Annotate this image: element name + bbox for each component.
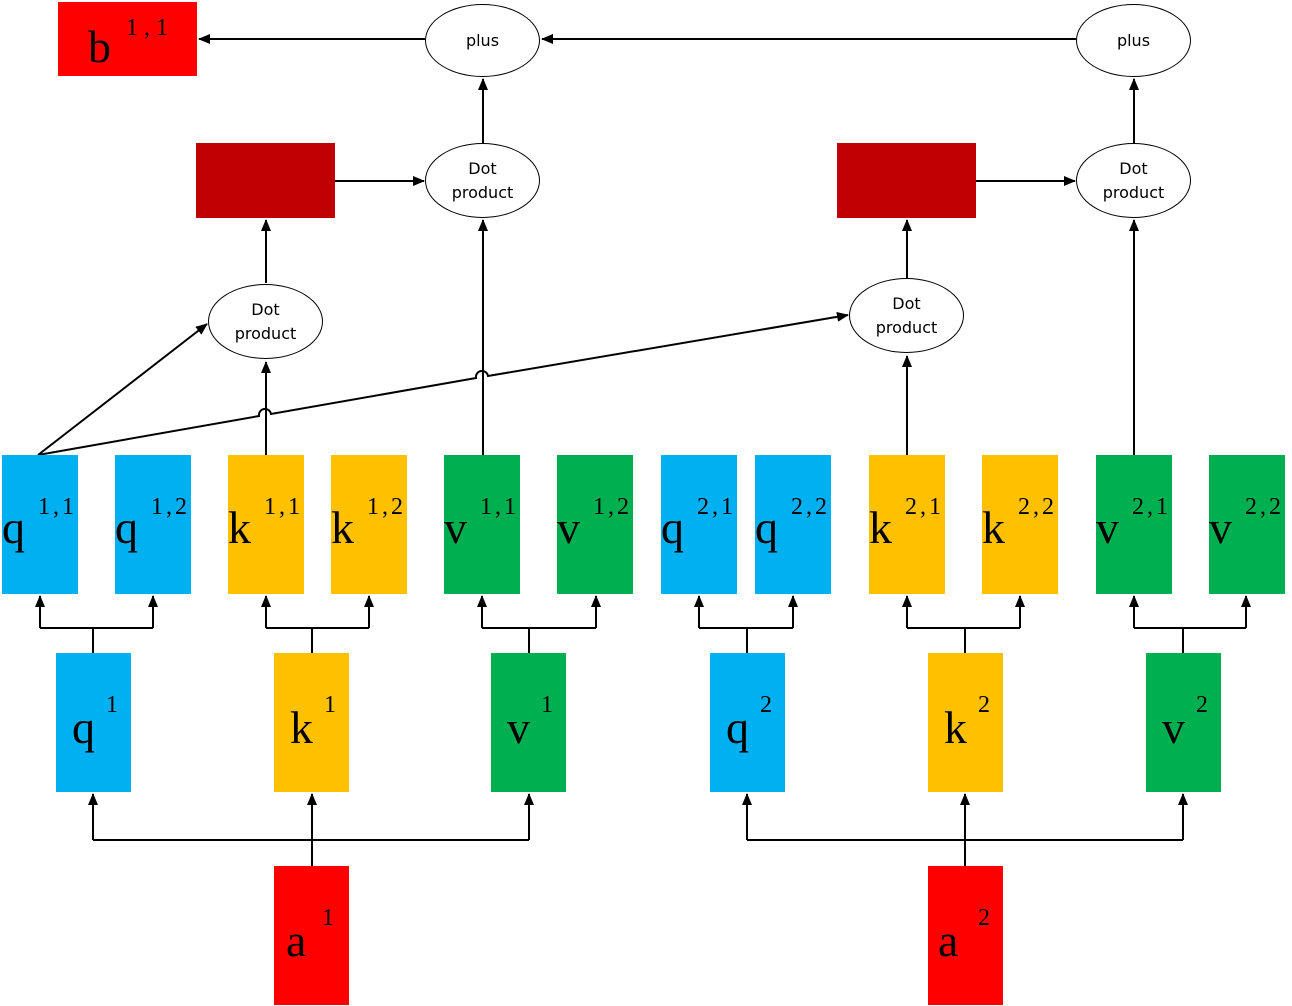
dot-product-node-weighted-1: Dot product (425, 143, 540, 218)
head-sup: 2,1 (697, 494, 736, 520)
output-symbol: b (88, 21, 111, 72)
dot-product-node-score-1-line2: product (234, 323, 297, 343)
head-box-v22: v 2,2 (1209, 455, 1285, 594)
dot-product-node-score-2-line2: product (875, 317, 938, 337)
head-box-v21: v 2,1 (1096, 455, 1172, 594)
projection-sup: 2 (760, 692, 772, 718)
input-a2-symbol: a (938, 915, 959, 966)
projection-symbol: k (944, 702, 967, 753)
plus-node-1-label: plus (465, 30, 500, 50)
head-box-q11: q 1,1 (2, 455, 78, 594)
head-symbol: v (444, 502, 467, 553)
score-box-2 (837, 143, 976, 218)
dot-product-node-weighted-1-line2: product (451, 182, 514, 202)
head-symbol: q (115, 502, 138, 553)
dot-product-node-weighted-2-line2: product (1102, 182, 1165, 202)
head-sup: 2,2 (1245, 494, 1284, 520)
head-symbol: k (869, 502, 892, 553)
head-sup: 1,2 (151, 494, 190, 520)
head-box-k11: k 1,1 (228, 455, 304, 594)
projection-sup: 2 (1196, 692, 1208, 718)
plus-node-2-label: plus (1116, 30, 1151, 50)
projection-sup: 2 (978, 692, 990, 718)
dot-product-node-score-2-line1: Dot (892, 294, 921, 314)
projection-symbol: v (1162, 702, 1185, 753)
head-sup: 2,1 (1132, 494, 1171, 520)
input-a1-symbol: a (286, 915, 307, 966)
head-symbol: v (1096, 502, 1119, 553)
projection-sup: 1 (541, 692, 553, 718)
projection-symbol: q (726, 702, 749, 753)
head-box-k22: k 2,2 (982, 455, 1058, 594)
dot-product-node-score-1-line1: Dot (251, 300, 280, 320)
head-box-k21: k 2,1 (869, 455, 945, 594)
head-sup: 2,2 (1018, 494, 1057, 520)
head-sup: 1,2 (367, 494, 406, 520)
head-sup: 1,2 (593, 494, 632, 520)
plus-node-2: plus (1076, 4, 1191, 77)
dot-product-node-weighted-2: Dot product (1076, 143, 1191, 218)
head-sup: 1,1 (38, 494, 77, 520)
projection-symbol: q (72, 702, 95, 753)
head-symbol: v (1209, 502, 1232, 553)
head-box-k12: k 1,2 (331, 455, 407, 594)
head-box-v11: v 1,1 (444, 455, 520, 594)
input-a2-sup: 2 (978, 905, 990, 931)
head-symbol: k (228, 502, 251, 553)
head-box-q21: q 2,1 (661, 455, 737, 594)
head-symbol: k (331, 502, 354, 553)
head-symbol: k (982, 502, 1005, 553)
projection-symbol: k (290, 702, 313, 753)
dot-product-node-weighted-2-line1: Dot (1119, 159, 1148, 179)
head-sup: 2,2 (791, 494, 830, 520)
projection-sup: 1 (106, 692, 118, 718)
dot-product-node-weighted-1-line1: Dot (468, 159, 497, 179)
dot-product-node-score-1: Dot product (208, 284, 323, 359)
input-a1-sup: 1 (322, 905, 334, 931)
input-box-a1: a 1 (274, 866, 349, 1005)
head-sup: 1,1 (480, 494, 519, 520)
head-symbol: q (755, 502, 778, 553)
output-box-b11: b 1,1 (58, 2, 197, 76)
head-box-q12: q 1,2 (115, 455, 191, 594)
plus-node-1: plus (425, 4, 540, 77)
head-sup: 2,1 (905, 494, 944, 520)
head-box-q22: q 2,2 (755, 455, 831, 594)
head-symbol: q (2, 502, 25, 553)
score-box-1 (196, 143, 335, 218)
projection-symbol: v (507, 702, 530, 753)
output-sup: 1,1 (126, 15, 174, 41)
head-sup: 1,1 (264, 494, 303, 520)
head-box-v12: v 1,2 (557, 455, 633, 594)
head-symbol: q (661, 502, 684, 553)
head-symbol: v (557, 502, 580, 553)
input-box-a2: a 2 (928, 866, 1003, 1005)
projection-sup: 1 (324, 692, 336, 718)
dot-product-node-score-2: Dot product (849, 278, 964, 353)
